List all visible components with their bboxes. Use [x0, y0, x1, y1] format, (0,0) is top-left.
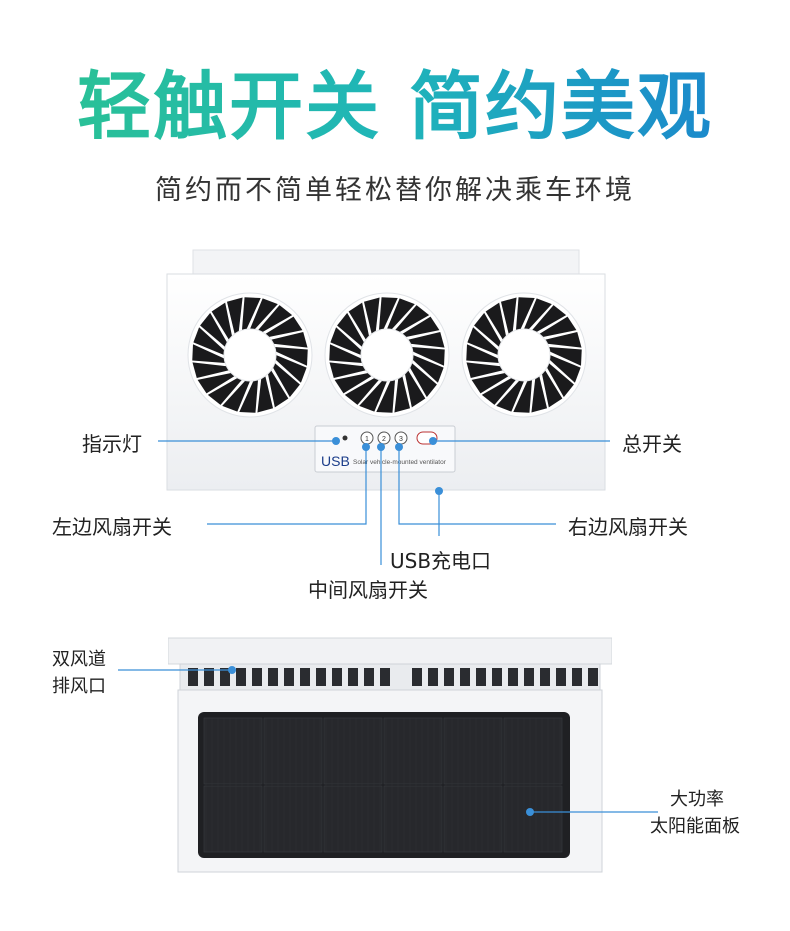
main-switch-label: 总开关: [622, 432, 682, 456]
indicator-label: 指示灯: [82, 432, 142, 456]
fan-3: [461, 292, 587, 418]
headline: 轻触开关 简约美观: [0, 62, 790, 152]
button-number-3: 3: [399, 436, 403, 443]
ventilator-front-image: 1 2 3 USB Solar vehicle-mounted ventilat…: [163, 248, 609, 494]
fan-1: [187, 292, 313, 418]
button-number-1: 1: [365, 436, 369, 443]
dual-vent-label-line2: 排风口: [52, 676, 106, 697]
panel-text: Solar vehicle-mounted ventilator: [353, 459, 447, 466]
panel-logo: USB: [321, 453, 350, 469]
solar-label-line1: 大功率: [670, 789, 724, 810]
solar-panel-image: [167, 636, 613, 876]
left-fan-switch-label: 左边风扇开关: [52, 515, 172, 539]
right-fan-switch-label: 右边风扇开关: [568, 515, 688, 539]
solar-label-line2: 太阳能面板: [650, 816, 740, 837]
button-number-2: 2: [382, 436, 386, 443]
fan-2: [324, 292, 450, 418]
usb-port-label: USB充电口: [390, 549, 492, 573]
middle-fan-switch-label: 中间风扇开关: [308, 578, 428, 602]
subline: 简约而不简单轻松替你解决乘车环境: [155, 175, 635, 206]
dual-vent-label-line1: 双风道: [52, 649, 106, 670]
